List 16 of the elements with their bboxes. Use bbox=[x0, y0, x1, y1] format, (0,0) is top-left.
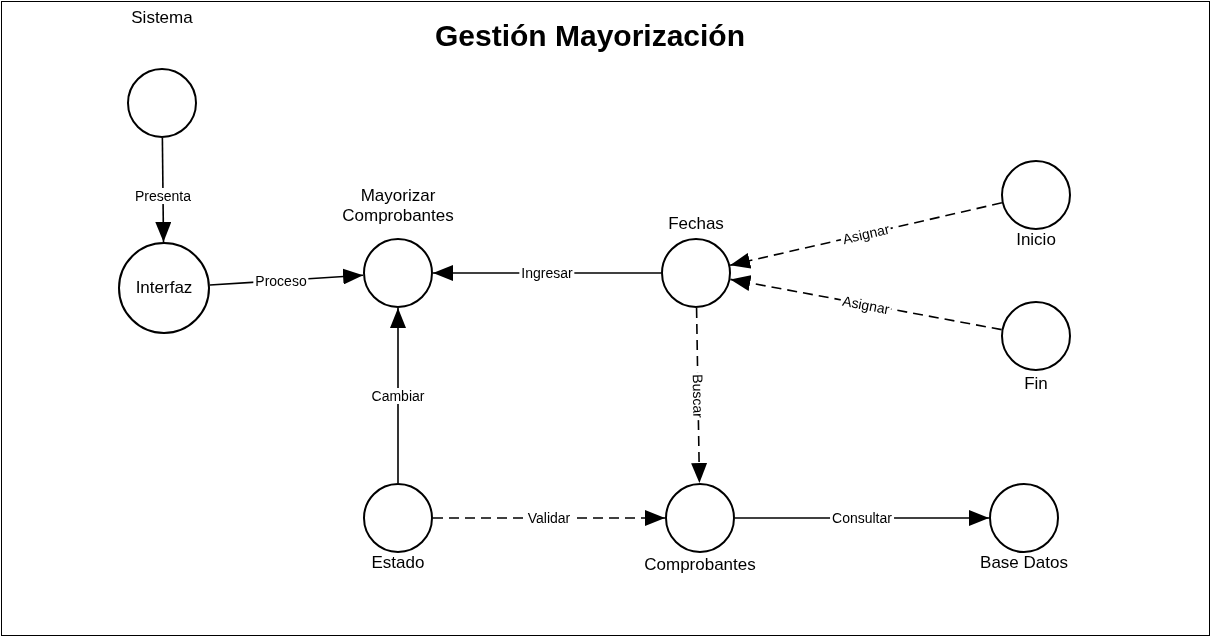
node-label: Interfaz bbox=[135, 278, 193, 298]
node-label: Comprobantes bbox=[644, 555, 756, 575]
edge-label: Validar bbox=[525, 510, 573, 526]
node-label: Base Datos bbox=[980, 553, 1068, 573]
node-label: Mayorizar Comprobantes bbox=[341, 186, 455, 226]
edge-label: Presenta bbox=[133, 187, 193, 204]
node-label: Fechas bbox=[668, 214, 724, 234]
diagram-title: Gestión Mayorización bbox=[433, 18, 747, 54]
edge-label: Consultar bbox=[830, 510, 894, 526]
arrow bbox=[390, 307, 406, 484]
node-label: Fin bbox=[1024, 374, 1048, 394]
node-label: Estado bbox=[371, 553, 425, 573]
node-label: Inicio bbox=[1016, 230, 1056, 250]
edge-label: Ingresar bbox=[519, 265, 575, 281]
edge-label: Cambiar bbox=[369, 387, 427, 404]
node-label: Sistema bbox=[131, 8, 193, 28]
